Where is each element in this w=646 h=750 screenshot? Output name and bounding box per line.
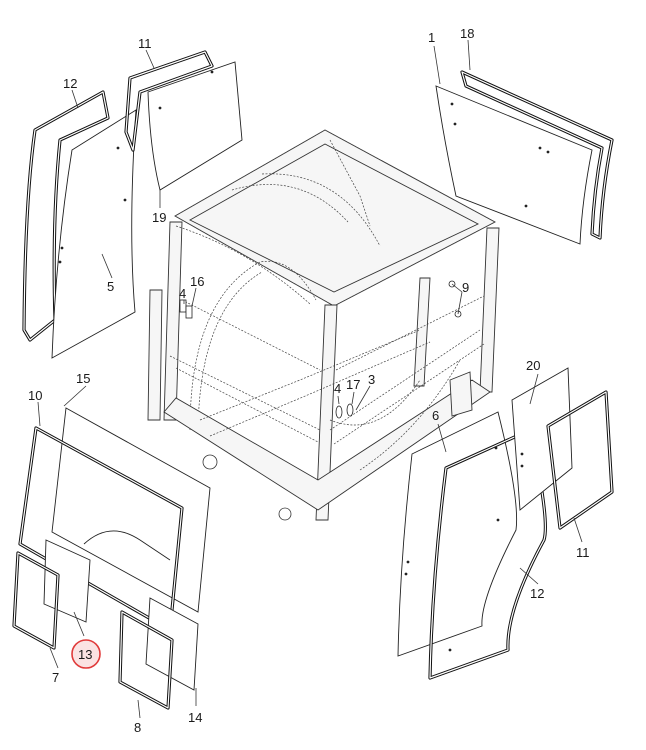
callout-10: 10 [28, 388, 42, 403]
callout-13-highlight: 13 [71, 639, 101, 669]
callout-12-top: 12 [63, 76, 77, 91]
callout-15: 15 [76, 371, 90, 386]
lower-glass-13 [43, 539, 91, 623]
lower-seal-8 [118, 610, 174, 710]
upper-seal-11 [124, 50, 214, 152]
callout-20: 20 [526, 358, 540, 373]
rear-left-seal-12 [22, 90, 110, 342]
rear-seal-18 [460, 70, 614, 240]
side-seal-11 [546, 390, 614, 530]
callout-5: 5 [107, 279, 114, 294]
callout-13: 13 [78, 647, 92, 662]
callout-1: 1 [428, 30, 435, 45]
callout-9: 9 [462, 280, 469, 295]
left-side-glass-5 [51, 109, 137, 359]
callout-3: 3 [368, 372, 375, 387]
callout-17: 17 [346, 377, 360, 392]
callout-18: 18 [460, 26, 474, 41]
callout-12-right: 12 [530, 586, 544, 601]
callout-4-lower: 4 [334, 381, 341, 396]
door-seal-12 [428, 428, 547, 680]
rear-glass-1 [435, 85, 593, 245]
callout-8: 8 [134, 720, 141, 735]
callout-4-upper: 4 [179, 286, 186, 301]
lower-seal-7 [12, 551, 60, 650]
callout-14: 14 [188, 710, 202, 725]
side-glass-20 [511, 367, 573, 511]
callout-7: 7 [52, 670, 59, 685]
upper-glass-19 [147, 61, 243, 191]
callout-19: 19 [152, 210, 166, 225]
cab-frame [147, 129, 500, 521]
callout-6: 6 [432, 408, 439, 423]
callout-11-top: 11 [138, 36, 152, 51]
callout-11-right: 11 [576, 545, 590, 560]
callout-16: 16 [190, 274, 204, 289]
door-glass-6 [397, 411, 518, 657]
leader-lines [37, 39, 583, 719]
